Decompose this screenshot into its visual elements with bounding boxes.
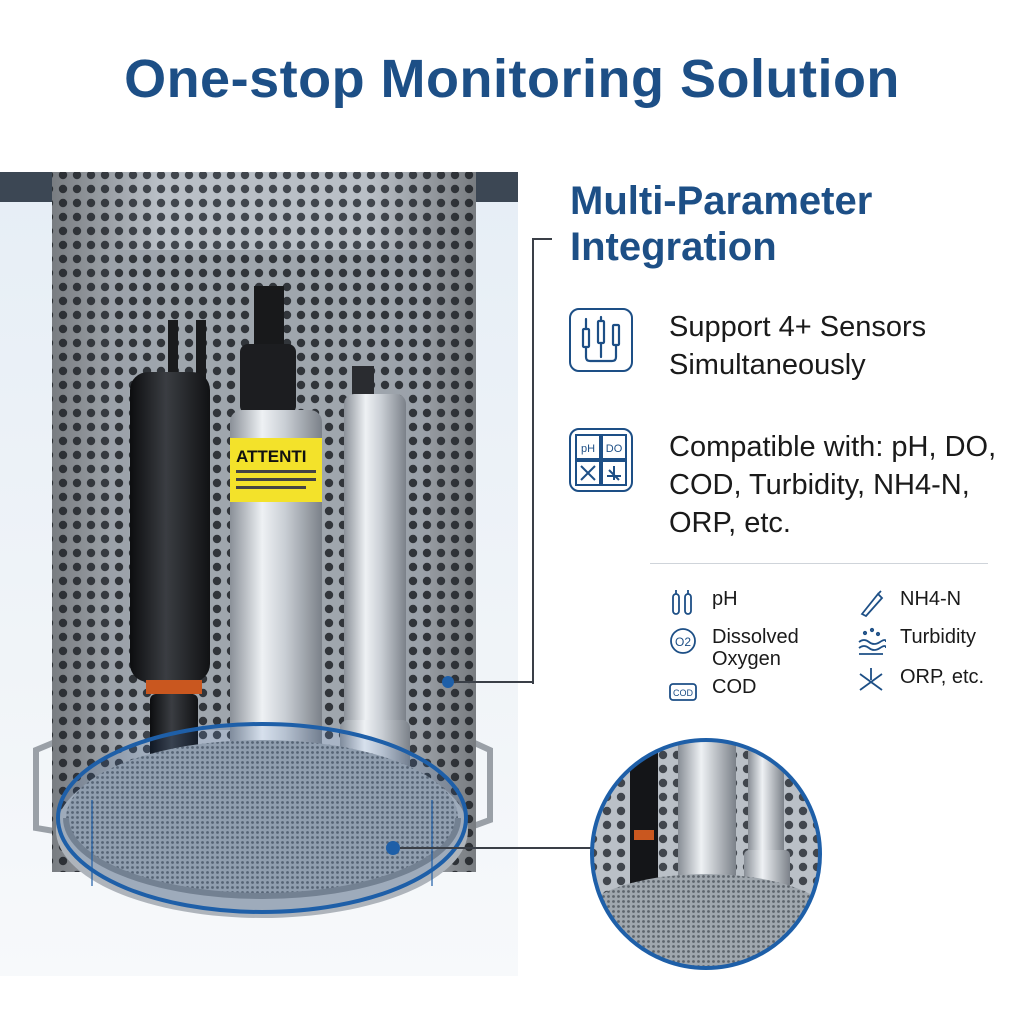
cod-icon: COD — [669, 683, 697, 701]
svg-text:pH: pH — [581, 443, 595, 455]
svg-text:O2: O2 — [675, 635, 691, 649]
param-dissolved-oxygen: O2 Dissolved Oxygen — [668, 626, 832, 670]
ph-probe-icon — [672, 590, 692, 615]
svg-text:DO: DO — [606, 443, 623, 455]
orp-icon — [859, 668, 883, 691]
parameter-grid-icon: pH DO — [569, 428, 633, 492]
turbidity-icon — [858, 627, 886, 655]
nh4n-probe-icon — [860, 590, 884, 618]
feature-text-compatibility: Compatible with: pH, DO, COD, Turbidity,… — [669, 431, 997, 539]
section-heading: Multi-Parameter Integration — [570, 179, 873, 269]
feature-compatibility: pH DO Compatible with: pH, DO, COD, Turb… — [569, 428, 999, 542]
param-orp: ORP, etc. — [856, 666, 1020, 696]
zoom-detail-bubble — [590, 738, 822, 970]
dissolved-oxygen-icon: O2 — [670, 628, 696, 654]
svg-text:ATTENTI: ATTENTI — [236, 447, 307, 466]
page-title: One-stop Monitoring Solution — [124, 49, 900, 109]
param-turbidity: Turbidity — [856, 626, 1020, 656]
svg-text:COD: COD — [673, 688, 694, 698]
param-ph: pH — [668, 588, 832, 618]
param-cod: COD COD — [668, 676, 832, 706]
sensors-icon — [569, 308, 633, 372]
callout-dot — [442, 676, 454, 688]
sensor-cage-illustration: ATTENTI — [0, 172, 518, 918]
callout-bracket — [532, 238, 552, 684]
feature-sensors: Support 4+ Sensors Simultaneously — [569, 308, 999, 384]
param-nh4n: NH4-N — [856, 588, 1020, 618]
zoom-leader-line — [518, 847, 602, 849]
section-divider — [650, 563, 988, 564]
feature-text-sensors: Support 4+ Sensors Simultaneously — [669, 311, 927, 381]
callout-leader — [448, 681, 534, 683]
